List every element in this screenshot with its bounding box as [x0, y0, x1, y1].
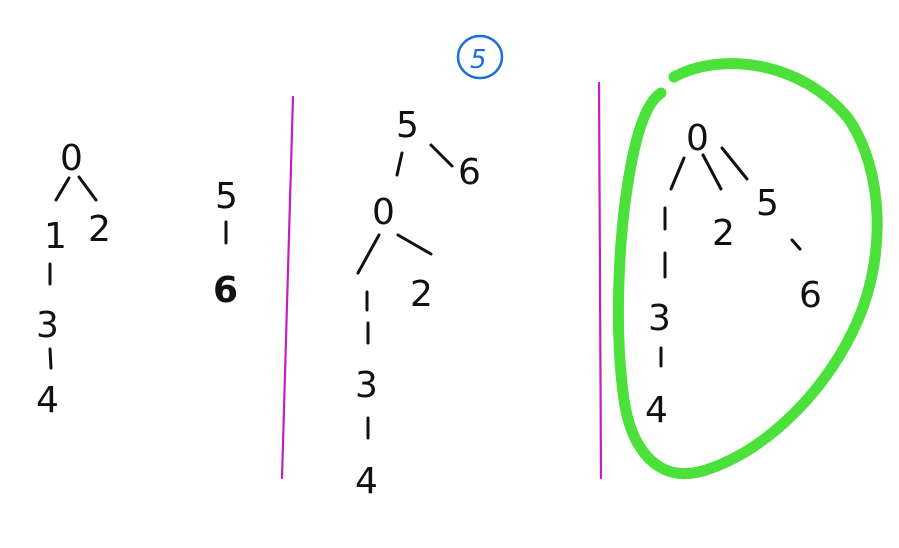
tree-node: 4 — [36, 380, 59, 421]
tree-node: 6 — [213, 270, 238, 311]
tree-node: 0 — [686, 118, 709, 159]
tree-rooted-5: 5 6 — [213, 176, 238, 311]
tree-node: 2 — [410, 274, 433, 315]
tree-node: 5 — [756, 183, 779, 224]
panel-merging: 5 6 0 2 3 4 — [355, 105, 481, 502]
tree-node: 0 — [372, 192, 395, 233]
tree-node: 0 — [60, 138, 83, 179]
tree-edge — [356, 233, 381, 275]
tree-edge — [790, 238, 802, 251]
tree-node: 5 — [215, 176, 238, 217]
tree-edge — [396, 233, 433, 256]
tree-edge — [54, 176, 71, 202]
tree-node: 5 — [396, 105, 419, 146]
panel-before: 0 1 2 3 4 5 6 — [36, 138, 238, 421]
tree-edge — [429, 143, 454, 168]
divider-left — [280, 95, 295, 480]
step-badge-ring — [456, 34, 504, 80]
tree-node: 3 — [648, 298, 671, 339]
tree-rooted-0: 0 1 2 3 4 — [36, 138, 111, 421]
tree-edge — [395, 151, 404, 177]
tree-edge — [701, 153, 723, 191]
tree-edge — [77, 175, 98, 202]
tree-edge — [48, 347, 53, 370]
tree-node: 2 — [712, 213, 735, 254]
step-badge: 5 — [456, 34, 504, 80]
tree-node: 3 — [36, 305, 59, 346]
tree-node: 3 — [355, 365, 378, 406]
tree-node: 1 — [44, 216, 67, 257]
panel-result: 0 2 5 6 3 4 — [612, 58, 883, 480]
tree-node: 4 — [355, 461, 378, 502]
tree-node: 6 — [458, 152, 481, 193]
step-badge-number: 5 — [470, 45, 487, 75]
tree-edge — [720, 146, 749, 181]
tree-node: 4 — [645, 390, 668, 431]
tree-node: 2 — [88, 209, 111, 250]
tree-edge — [669, 156, 686, 191]
result-highlight-outline — [612, 58, 883, 480]
divider-right — [597, 81, 603, 480]
tree-node: 6 — [799, 275, 822, 316]
